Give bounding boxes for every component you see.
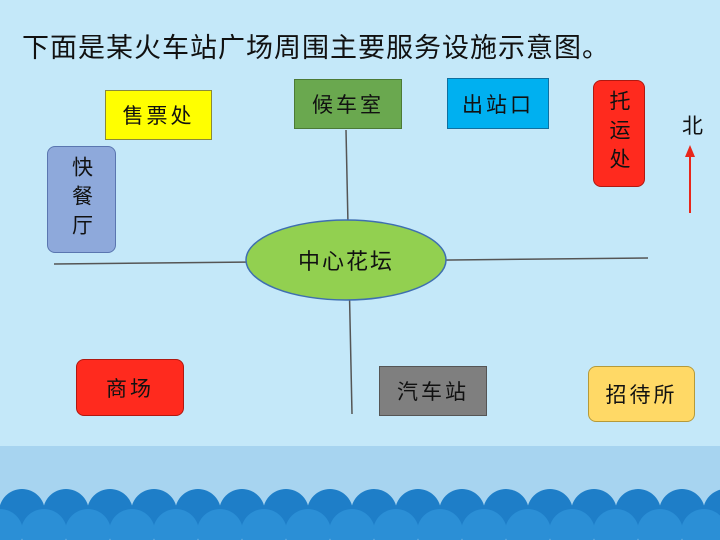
wave-scallop [241, 509, 287, 540]
fast-food-box: 快餐厅 [47, 146, 116, 253]
north-label: 北 [682, 114, 703, 138]
wave-decoration [0, 489, 720, 540]
wave-scallop [0, 509, 23, 540]
wave-scallop [593, 509, 639, 540]
guesthouse-box: 招待所 [588, 366, 695, 422]
wave-scallop [373, 509, 419, 540]
ticket-office-box: 售票处 [105, 90, 212, 140]
baggage-office-box: 托运处 [593, 80, 645, 187]
slide-title: 下面是某火车站广场周围主要服务设施示意图。 [22, 33, 610, 64]
wave-scallop [65, 509, 111, 540]
wave-scallop [505, 509, 551, 540]
wave-scallop [549, 509, 595, 540]
north-arrow-icon [685, 145, 695, 213]
bus-station-box: 汽车站 [379, 366, 487, 416]
exit-box: 出站口 [447, 78, 549, 129]
center-label: 中心花坛 [297, 250, 394, 275]
wave-scallop [153, 509, 199, 540]
wave-scallop [21, 509, 67, 540]
wave-scallop [637, 509, 683, 540]
waiting-room-box: 候车室 [294, 79, 402, 129]
wave-scallop [197, 509, 243, 540]
mall-box: 商场 [76, 359, 184, 416]
wave-scallop [681, 509, 720, 540]
wave-scallop [329, 509, 375, 540]
wave-scallop [285, 509, 331, 540]
wave-scallop [417, 509, 463, 540]
center-flowerbed [245, 219, 447, 301]
wave-scallop [109, 509, 155, 540]
wave-scallop [461, 509, 507, 540]
